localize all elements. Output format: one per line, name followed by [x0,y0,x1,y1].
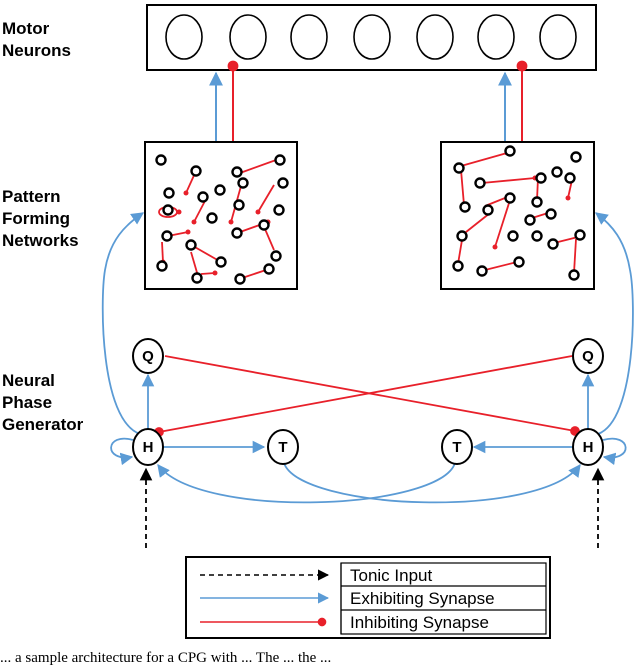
node-h-left: H [132,428,164,466]
pattern-network-left [144,141,298,290]
node-h-left-label: H [143,439,154,456]
excitatory-connections [101,212,634,504]
pattern-to-motor-connections [209,60,528,142]
motor-neuron [353,14,391,60]
inhibitory-connections [154,355,580,437]
node-h-right-label: H [583,439,594,456]
motor-neurons-box [146,4,597,71]
motor-neuron [290,14,328,60]
motor-neuron [229,14,267,60]
legend-tonic-label: Tonic Input [350,566,432,585]
motor-neuron [477,14,515,60]
node-t-left: T [267,429,299,465]
legend: Tonic Input Exhibiting Synapse Inhibitin… [185,556,551,639]
node-q-left-label: Q [142,348,154,365]
node-t-left-label: T [278,439,287,456]
pattern-network-right [440,141,595,290]
node-t-right-label: T [452,439,461,456]
node-t-right: T [441,429,473,465]
motor-neuron [165,14,203,60]
node-q-right: Q [572,338,604,374]
node-h-right: H [572,428,604,466]
tonic-inputs [139,467,605,548]
node-q-right-label: Q [582,348,594,365]
legend-inhibiting-label: Inhibiting Synapse [350,613,489,632]
motor-neuron [539,14,577,60]
legend-exhibiting-label: Exhibiting Synapse [350,589,495,608]
node-q-left: Q [132,338,164,374]
motor-neuron [416,14,454,60]
figure-caption: ... a sample architecture for a CPG with… [0,650,332,666]
